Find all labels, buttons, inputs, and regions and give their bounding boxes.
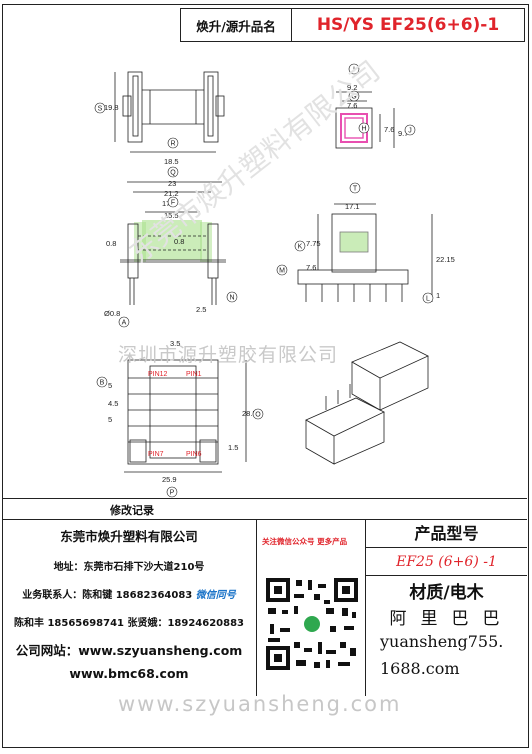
dim-9-2: 9.2 — [347, 83, 357, 92]
marker-n: N — [229, 295, 234, 302]
dim-0-8-b: 0.8 — [174, 237, 184, 246]
marker-f: F — [171, 200, 175, 207]
marker-a: A — [122, 320, 127, 327]
marker-r: R — [170, 141, 175, 148]
revision-record-label: 修改记录 — [110, 504, 154, 517]
contact-1: 业务联系人：陈和键 18682364083 — [22, 590, 193, 601]
dim-7-75: 7.75 — [306, 239, 321, 248]
title-block-header: 焕升/源升品名 HS/YS EF25(6+6)-1 — [180, 8, 525, 42]
contact-line-2: 陈和丰 18565698741 张贤娥：18924620883 — [13, 618, 245, 629]
marker-t: T — [353, 186, 358, 193]
dim-1-5: 1.5 — [228, 443, 238, 452]
marker-s: S — [98, 106, 103, 113]
dim-1: 1 — [436, 291, 440, 300]
isometric-views — [305, 341, 429, 465]
dim-4-5: 4.5 — [108, 399, 118, 408]
company-name: 东莞市焕升塑料有限公司 — [60, 529, 198, 544]
pin-label-6: PIN6 — [186, 451, 202, 458]
revision-record-row: 修改记录 — [2, 498, 527, 520]
dim-19-8: 19.8 — [104, 103, 119, 112]
marker-l: L — [426, 296, 430, 303]
part-name-value: HS/YS EF25(6+6)-1 — [316, 15, 500, 35]
dim-21-2: 21.2 — [164, 189, 179, 198]
wechat-follow-tip: 关注微信公众号 更多产品 — [262, 537, 348, 546]
company-website[interactable]: 公司网站：www.szyuansheng.com — [15, 643, 243, 658]
dim-7-6-b: 7.6 — [384, 125, 394, 134]
dim-17-1-end: 17.1 — [345, 202, 360, 211]
marker-i: I — [353, 67, 355, 74]
marker-g: G — [351, 94, 356, 101]
dim-7-6-end: 7.6 — [306, 263, 316, 272]
dim-25-9: 25.9 — [162, 475, 177, 484]
qr-code-icon[interactable] — [264, 576, 360, 672]
dim-18-5: 18.5 — [164, 157, 179, 166]
marker-m: M — [279, 268, 285, 275]
product-model: EF25 (6+6) -1 — [366, 548, 527, 576]
end-view — [297, 203, 433, 302]
dim-dia-0-8: Ø0.8 — [104, 309, 120, 318]
marker-o: O — [255, 412, 261, 419]
dim-0-8-a: 0.8 — [106, 239, 116, 248]
dim-2-5: 2.5 — [196, 305, 206, 314]
product-type-label: 产品型号 — [366, 520, 527, 548]
pin-label-7: PIN7 — [148, 451, 164, 458]
store-name: 阿里巴巴 — [389, 609, 514, 629]
dim-5-a: 5 — [108, 381, 112, 390]
store-url-line-2[interactable]: 1688.com — [380, 659, 460, 678]
top-view — [335, 91, 395, 149]
marker-j: J — [408, 128, 412, 135]
marker-p: P — [170, 490, 175, 497]
company-website-2[interactable]: www.bmc68.com — [69, 666, 189, 681]
drawing-sheet — [2, 4, 529, 748]
pin-view — [124, 359, 247, 473]
wechat-same-number-tag: 微信同号 — [195, 590, 236, 601]
dim-9-7: 9.7 — [398, 129, 408, 138]
dim-5-b: 5 — [108, 415, 112, 424]
product-info-block: 产品型号 EF25 (6+6) -1 材质/电木 阿里巴巴 yuansheng7… — [366, 520, 527, 696]
company-watermark: 深圳市源升塑胶有限公司 — [118, 344, 339, 366]
wechat-qr-block: 关注微信公众号 更多产品 — [258, 520, 366, 696]
dim-3-5: 3.5 — [170, 339, 180, 348]
dim-7-6-a: 7.6 — [347, 101, 357, 110]
front-view — [114, 71, 225, 153]
marker-k: K — [298, 244, 303, 251]
technical-drawing: 19.8 18.5 9.2 7.6 7.6 9.7 23 21.2 17.1 1… — [94, 63, 455, 498]
marker-b: B — [100, 380, 105, 387]
pin-label-1: PIN1 — [186, 371, 202, 378]
material-label: 材质/电木 — [409, 583, 484, 603]
pin-label-12: PIN12 — [148, 371, 168, 378]
dim-15-5: 15.5 — [164, 211, 179, 220]
contact-line-1: 业务联系人：陈和键 18682364083 微信同号 — [2, 586, 256, 601]
dim-28-5: 28.5 — [242, 409, 257, 418]
footer-website-watermark: www.szyuansheng.com — [118, 692, 402, 716]
company-address: 地址：东莞市石排下沙大道210号 — [53, 562, 205, 573]
store-url-line-1[interactable]: yuansheng755. — [380, 632, 504, 651]
part-name-label: 焕升/源升品名 — [181, 9, 292, 41]
marker-q: Q — [170, 170, 176, 177]
marker-h: H — [361, 126, 366, 133]
company-info-block: 东莞市焕升塑料有限公司 地址：东莞市石排下沙大道210号 业务联系人：陈和键 1… — [2, 520, 257, 696]
dim-23: 23 — [168, 179, 176, 188]
dim-22-15: 22.15 — [436, 255, 455, 264]
side-view — [120, 181, 226, 305]
